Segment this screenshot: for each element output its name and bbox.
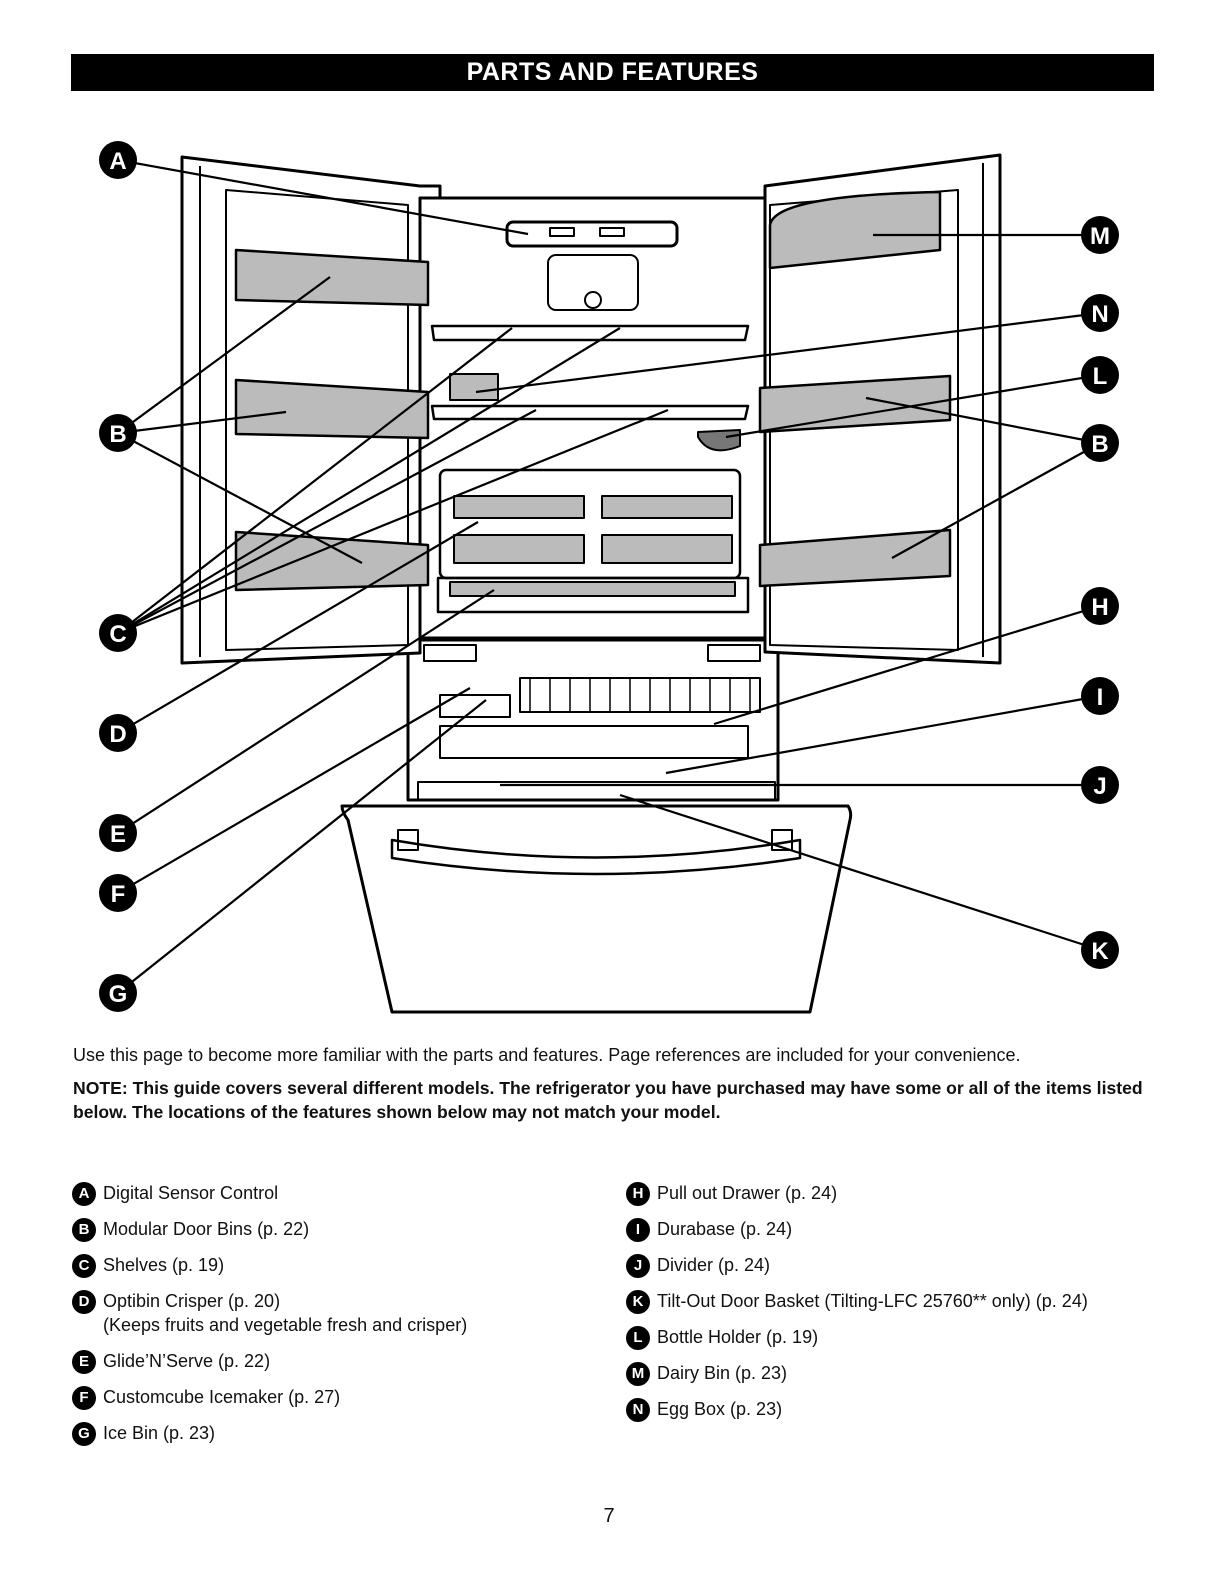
callout-j: J	[1081, 766, 1119, 804]
letter-badge: J	[626, 1254, 650, 1278]
letter-badge: K	[626, 1290, 650, 1314]
callout-m: M	[1081, 216, 1119, 254]
callout-n: N	[1081, 294, 1119, 332]
letter-badge: H	[626, 1182, 650, 1206]
page-number: 7	[603, 1505, 615, 1527]
legend-item-b: B Modular Door Bins (p. 22)	[72, 1217, 467, 1253]
legend-left: A Digital Sensor Control B Modular Door …	[72, 1181, 467, 1457]
letter-badge: G	[72, 1422, 96, 1446]
letter-badge: L	[626, 1326, 650, 1350]
legend-right: H Pull out Drawer (p. 24) I Durabase (p.…	[626, 1181, 1088, 1433]
legend-item-g: G Ice Bin (p. 23)	[72, 1421, 467, 1457]
durabase-divider	[417, 781, 776, 801]
svg-text:M: M	[1090, 223, 1110, 250]
letter-badge: M	[626, 1362, 650, 1386]
svg-text:C: C	[109, 621, 126, 648]
legend-label: Customcube Icemaker (p. 27)	[103, 1387, 341, 1407]
legend-label: Shelves (p. 19)	[103, 1255, 225, 1275]
page-title: PARTS AND FEATURES	[71, 54, 1154, 91]
svg-text:D: D	[109, 721, 126, 748]
legend-label: Bottle Holder (p. 19)	[657, 1327, 819, 1347]
legend-item-m: M Dairy Bin (p. 23)	[626, 1361, 1088, 1397]
callout-b-left: B	[99, 414, 137, 452]
legend-item-f: F Customcube Icemaker (p. 27)	[72, 1385, 467, 1421]
legend-sublabel: (Keeps fruits and vegetable fresh and cr…	[103, 1315, 468, 1335]
svg-text:I: I	[1097, 684, 1104, 711]
svg-text:N: N	[1091, 301, 1108, 328]
legend-item-n: N Egg Box (p. 23)	[626, 1397, 1088, 1433]
legend-label: Divider (p. 24)	[657, 1255, 771, 1275]
legend-item-k: K Tilt-Out Door Basket (Tilting-LFC 2576…	[626, 1289, 1088, 1325]
letter-badge: E	[72, 1350, 96, 1374]
callout-l: L	[1081, 356, 1119, 394]
letter-badge: A	[72, 1182, 96, 1206]
legend-item-i: I Durabase (p. 24)	[626, 1217, 1088, 1253]
callout-i: I	[1081, 677, 1119, 715]
letter-badge: D	[72, 1290, 96, 1314]
callout-c: C	[99, 614, 137, 652]
freezer-handle	[390, 838, 802, 876]
svg-text:H: H	[1091, 594, 1108, 621]
leader-lines	[117, 158, 1101, 994]
middle-shelf	[430, 404, 750, 421]
callout-h: H	[1081, 587, 1119, 625]
door-bin-left-mid	[234, 378, 430, 440]
svg-text:A: A	[109, 148, 126, 175]
legend-item-e: E Glide’N’Serve (p. 22)	[72, 1349, 467, 1385]
legend-label: Digital Sensor Control	[103, 1183, 279, 1203]
bottle-holder	[697, 429, 741, 452]
callout-g: G	[99, 974, 137, 1012]
icemaker	[519, 677, 761, 713]
callout-k: K	[1081, 931, 1119, 969]
note-text: NOTE: This guide covers several differen…	[73, 1078, 1143, 1122]
dairy-bin	[768, 190, 942, 270]
callout-a: A	[99, 141, 137, 179]
svg-text:J: J	[1093, 773, 1106, 800]
letter-badge: I	[626, 1218, 650, 1242]
control-panel	[505, 220, 679, 248]
intro-text: Use this page to become more familiar wi…	[73, 1045, 1021, 1065]
durabase	[439, 725, 749, 759]
egg-box	[449, 373, 499, 401]
legend-item-d: D Optibin Crisper (p. 20) (Keeps fruits …	[72, 1289, 467, 1349]
callout-d: D	[99, 714, 137, 752]
svg-text:F: F	[111, 881, 126, 908]
legend-label: Pull out Drawer (p. 24)	[657, 1183, 838, 1203]
letter-badge: C	[72, 1254, 96, 1278]
legend-label: Durabase (p. 24)	[657, 1219, 793, 1239]
door-bin-right-bottom	[758, 528, 952, 588]
legend-item-j: J Divider (p. 24)	[626, 1253, 1088, 1289]
svg-text:G: G	[109, 981, 128, 1008]
letter-badge: N	[626, 1398, 650, 1422]
legend-label: Tilt-Out Door Basket (Tilting-LFC 25760*…	[657, 1291, 1088, 1311]
legend-label: Optibin Crisper (p. 20)	[103, 1291, 281, 1311]
legend-item-h: H Pull out Drawer (p. 24)	[626, 1181, 1088, 1217]
freezer-drawer	[340, 804, 853, 1014]
door-bin-left-top	[234, 248, 430, 307]
legend-label: Ice Bin (p. 23)	[103, 1423, 216, 1443]
door-bin-right-top	[758, 374, 952, 434]
freezer-cabinet	[406, 638, 780, 802]
svg-text:B: B	[1091, 431, 1108, 458]
legend-label: Dairy Bin (p. 23)	[657, 1363, 788, 1383]
legend-item-c: C Shelves (p. 19)	[72, 1253, 467, 1289]
svg-text:L: L	[1093, 363, 1108, 390]
svg-text:B: B	[109, 421, 126, 448]
legend-label: Glide’N’Serve (p. 22)	[103, 1351, 271, 1371]
glide-n-serve	[436, 576, 750, 614]
legend-label: Modular Door Bins (p. 22)	[103, 1219, 310, 1239]
svg-text:E: E	[110, 821, 126, 848]
letter-badge: F	[72, 1386, 96, 1410]
legend-item-l: L Bottle Holder (p. 19)	[626, 1325, 1088, 1361]
callout-f: F	[99, 874, 137, 912]
legend-label: Egg Box (p. 23)	[657, 1399, 783, 1419]
callout-b-right: B	[1081, 424, 1119, 462]
refrigerator-diagram: A B C D E F G M N L B H I J K	[99, 141, 1119, 1014]
legend-item-a: A Digital Sensor Control	[72, 1181, 467, 1217]
upper-shelf	[430, 324, 750, 342]
svg-text:K: K	[1091, 938, 1109, 965]
letter-badge: B	[72, 1218, 96, 1242]
callout-e: E	[99, 814, 137, 852]
